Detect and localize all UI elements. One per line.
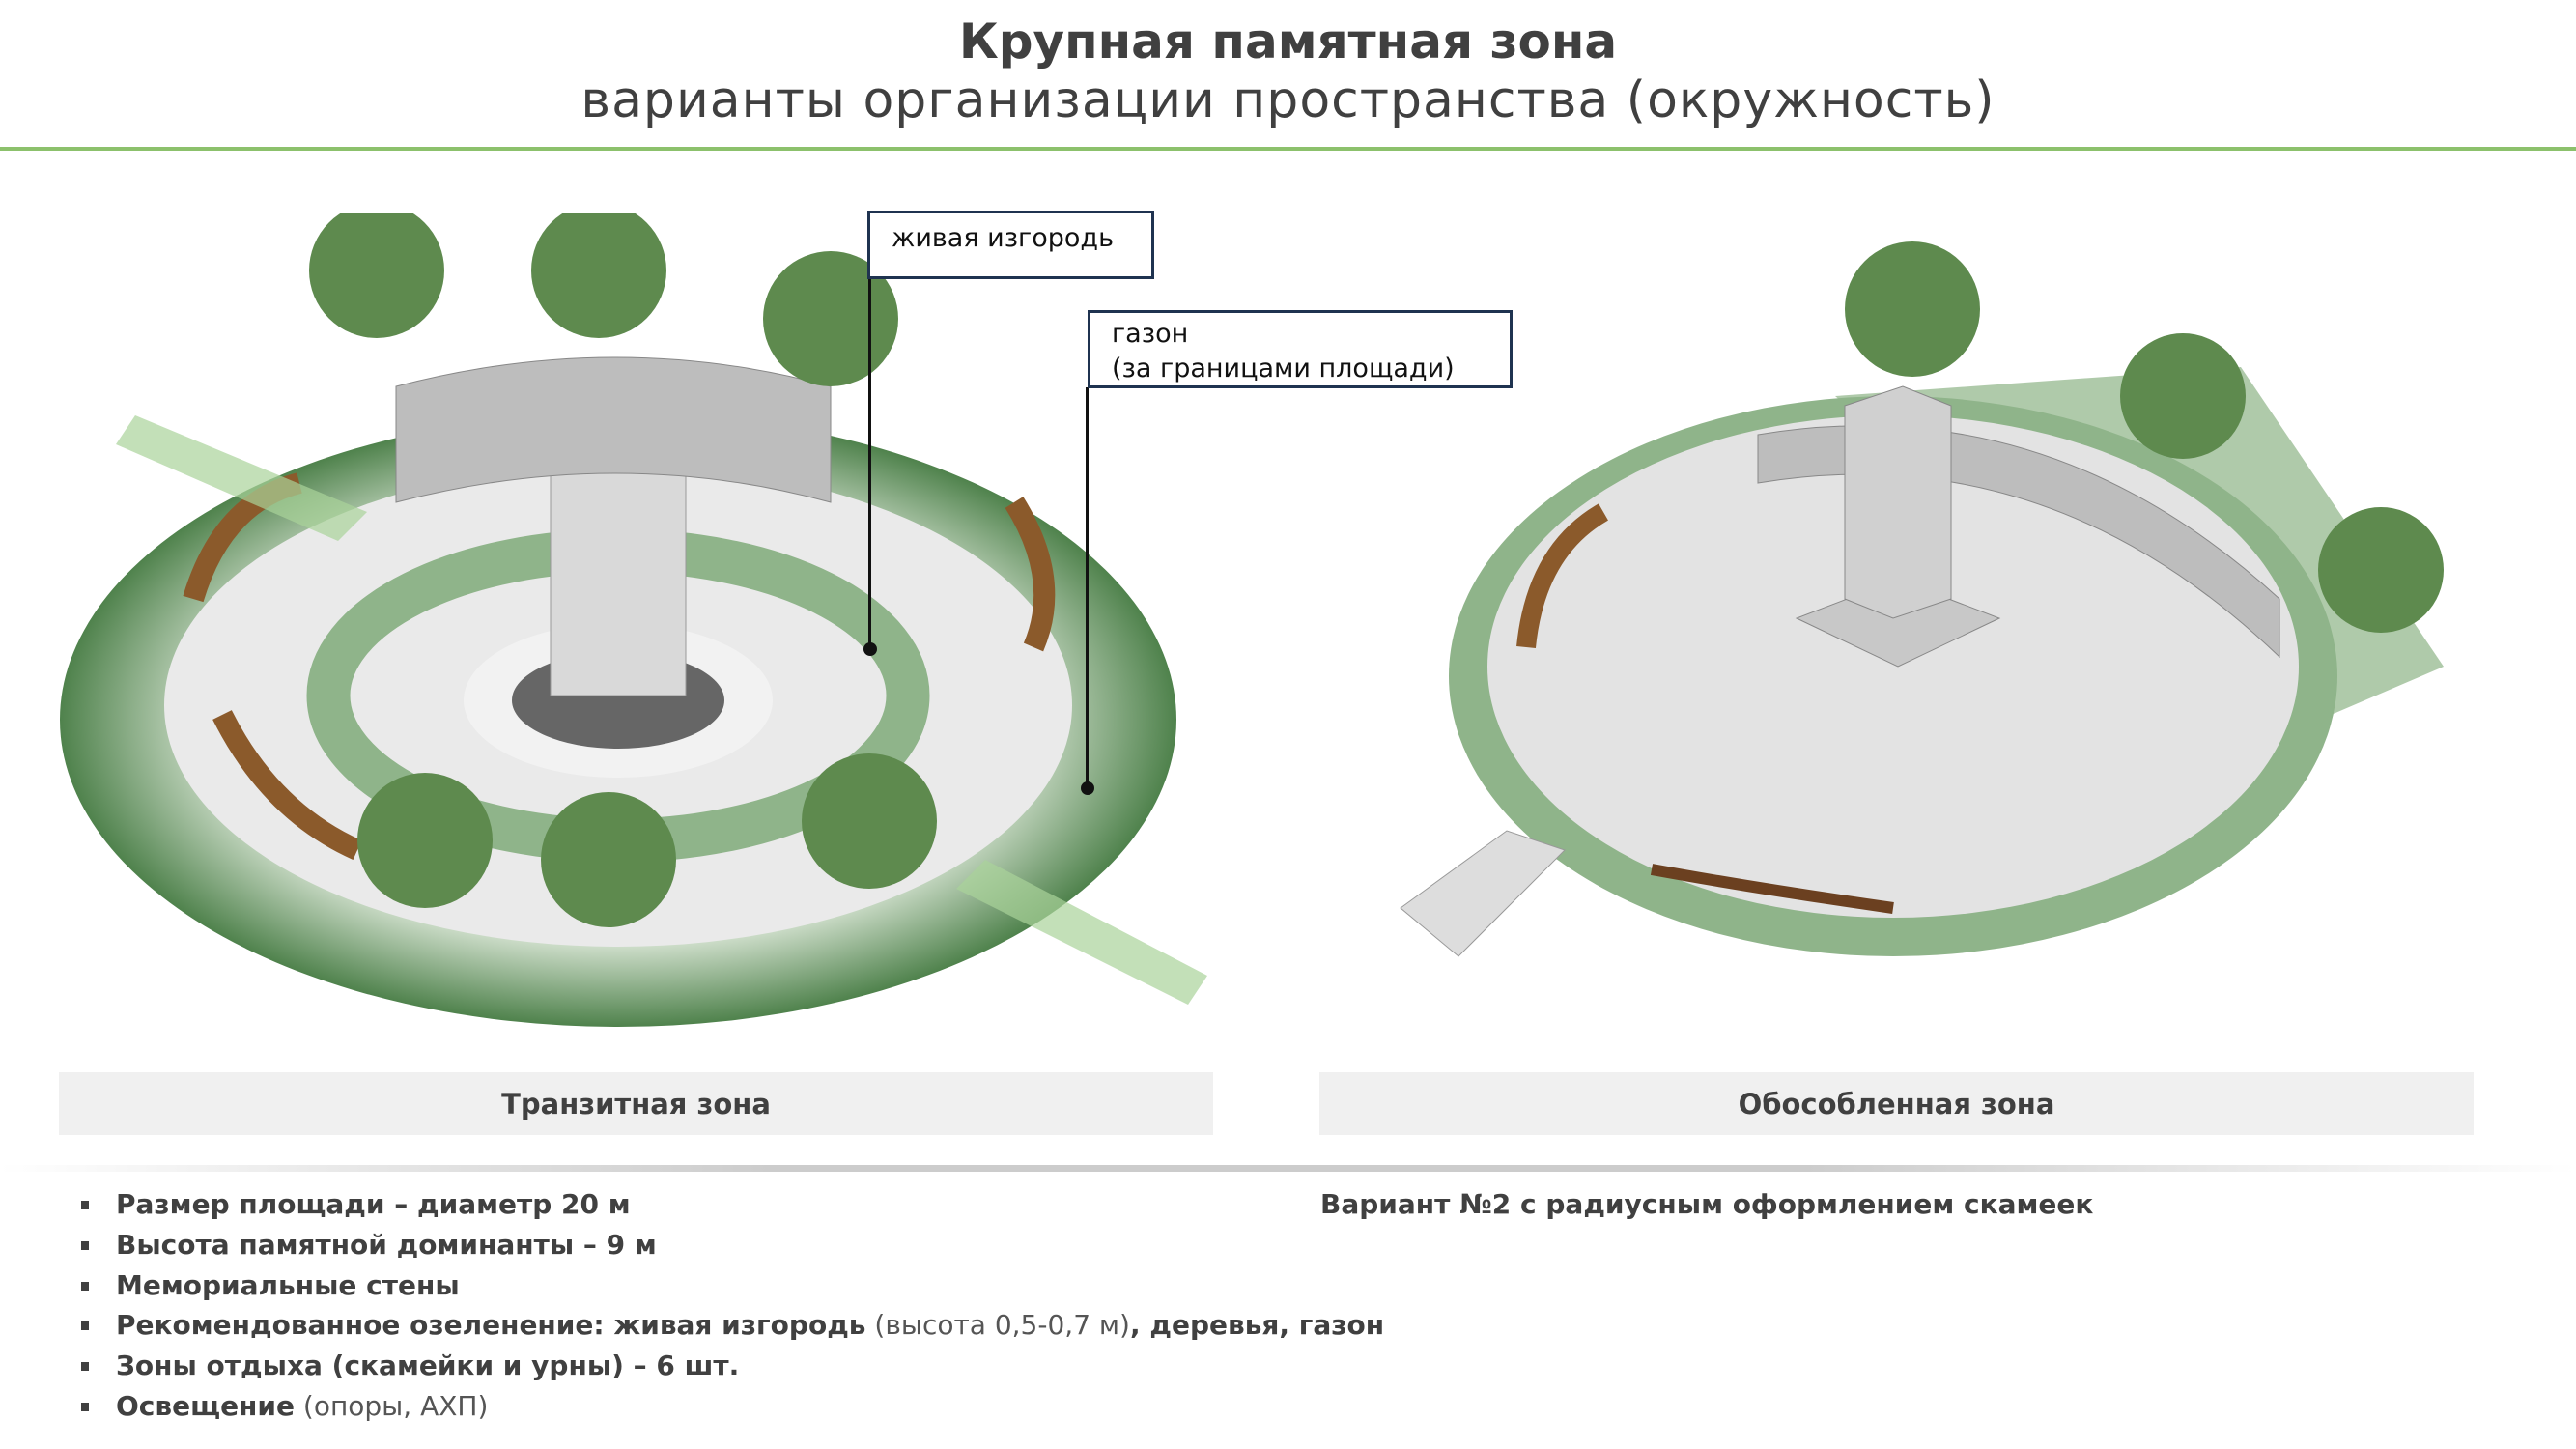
list-item: Размер площади – диаметр 20 м [81,1184,1384,1225]
item-note: (опоры, АХП) [295,1389,489,1422]
item-text: Зоны отдыха (скамейки и урны) – 6 шт. [116,1350,740,1382]
list-item: Рекомендованное озеленение: живая изгоро… [81,1305,1384,1346]
list-item: Мемориальные стены [81,1265,1384,1306]
memorial-wall [395,356,832,503]
section-divider [0,1165,2576,1172]
page-title: Крупная памятная зона [958,14,1618,70]
item-text: Освещение [116,1389,296,1422]
transit-zone-illustration [60,213,1207,1027]
item-text: Рекомендованное озеленение: живая изгоро… [116,1309,866,1342]
list-item: Зоны отдыха (скамейки и урны) – 6 шт. [81,1346,1384,1386]
lawn-label-line1: газон [1112,319,1189,349]
plaza-paving [1487,415,2299,918]
hedge-leader-dot [863,642,877,656]
monument-base [1795,579,2001,668]
lawn-leader-line [1086,387,1089,788]
page-subtitle: варианты организации пространства (окруж… [580,71,1996,129]
item-text-tail: , деревья, газон [1129,1309,1385,1342]
item-text: Размер площади – диаметр 20 м [116,1188,631,1220]
bench [1650,864,1894,914]
bench [1516,503,1609,649]
lawn-leader-dot [1081,781,1094,795]
item-text: Высота памятной доминанты – 9 м [116,1228,657,1261]
exit-arrow [956,860,1207,1005]
monument-obelisk [1844,385,1952,619]
caption-transit-zone: Транзитная зона [59,1072,1213,1135]
list-item: Высота памятной доминанты – 9 м [81,1225,1384,1265]
entrance-path [1400,830,1566,957]
hedge-label: живая изгородь [867,211,1154,279]
item-note: (высота 0,5-0,7 м) [865,1309,1130,1342]
list-item: Освещение (опоры, АХП) [81,1386,1384,1427]
item-text: Мемориальные стены [116,1268,460,1301]
lawn-label: газон (за границами площади) [1088,310,1513,388]
bench [212,710,362,861]
bench [1005,497,1056,652]
hedge-leader-line [868,279,871,649]
caption-secluded-zone: Обособленная зона [1319,1072,2474,1135]
title-divider [0,147,2576,151]
trees [1845,242,2444,633]
lawn-label-line2: (за границами площади) [1112,354,1455,384]
entry-arrow [116,415,367,541]
hedge-label-text: живая изгородь [892,223,1115,253]
trees [309,213,937,927]
variant-note: Вариант №2 с радиусным оформлением скаме… [1320,1188,2094,1220]
secluded-zone-illustration [1400,242,2444,957]
spec-list: Размер площади – диаметр 20 м Высота пам… [81,1184,1384,1427]
